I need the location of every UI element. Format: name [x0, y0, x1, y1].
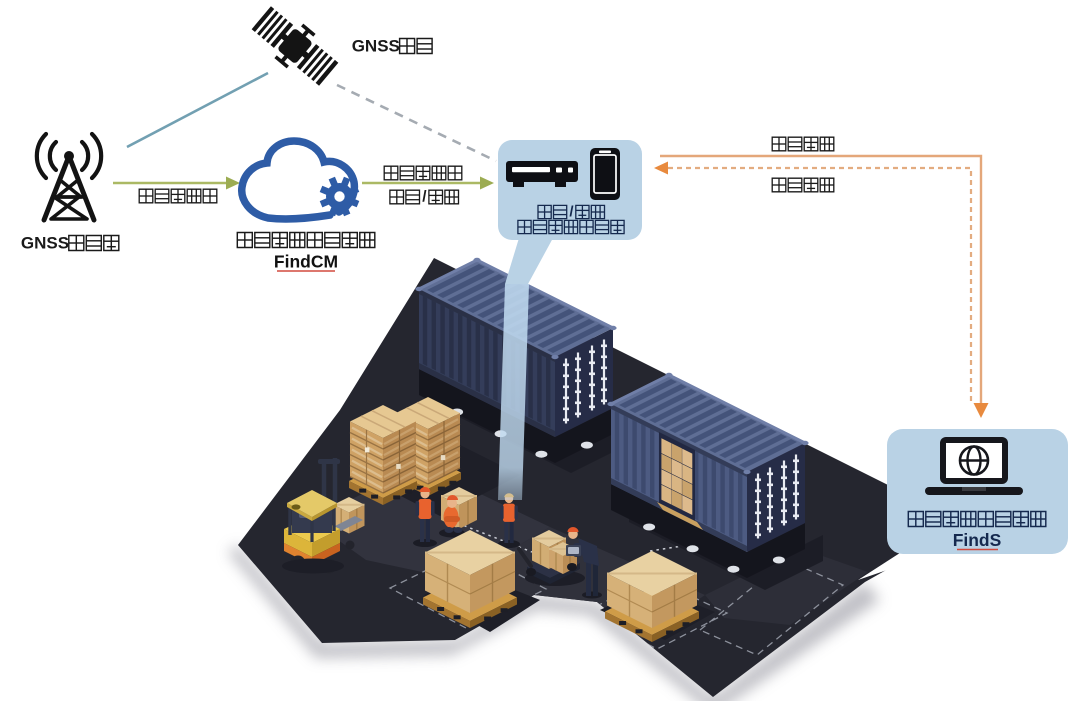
svg-text:/: /: [422, 189, 427, 206]
svg-text:FindCM: FindCM: [274, 252, 338, 272]
svg-text:GNSS: GNSS: [21, 234, 69, 253]
svg-text:/: /: [569, 204, 574, 221]
svg-text:GNSS: GNSS: [352, 37, 400, 56]
svg-text:FindS: FindS: [953, 530, 1002, 550]
